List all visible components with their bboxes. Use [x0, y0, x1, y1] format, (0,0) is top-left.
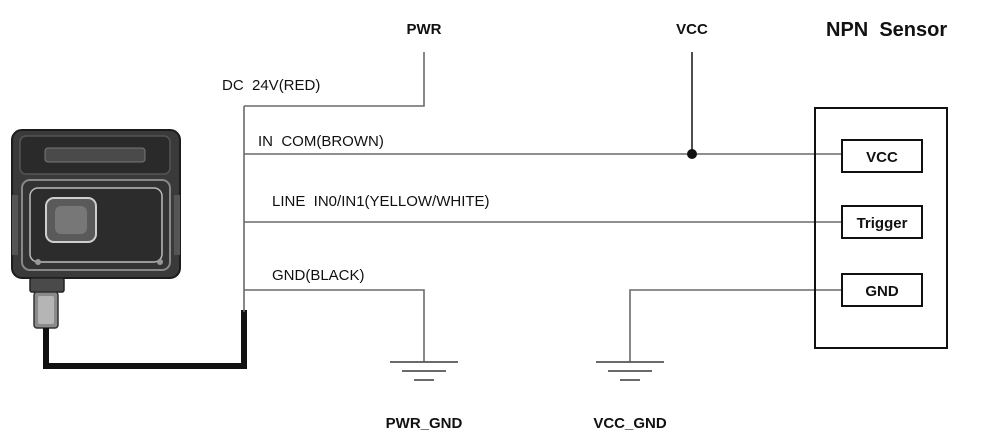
vcc-label: VCC: [676, 21, 708, 38]
sensor-pin-trigger-box: [841, 205, 923, 239]
sensor-pin-vcc-label: VCC: [866, 149, 898, 166]
pwr-gnd-label: PWR_GND: [386, 415, 463, 432]
wire-sensor-gnd: [629, 289, 842, 362]
junction-dot: [687, 149, 697, 159]
sensor-pin-gnd-label: GND: [865, 283, 899, 300]
wire-label-gnd: GND(BLACK): [272, 267, 365, 284]
sensor-pin-trigger-label: Trigger: [857, 215, 908, 232]
sensor-pin-gnd-box: [841, 273, 923, 307]
pwr-gnd-symbol: [390, 361, 458, 381]
vcc-gnd-label: VCC_GND: [593, 415, 667, 432]
wire-label-dc24v: DC 24V(RED): [222, 77, 320, 94]
pwr-label: PWR: [407, 21, 442, 38]
wire-label-in-com: IN COM(BROWN): [258, 133, 384, 150]
npn-sensor-box: [814, 107, 948, 349]
vcc-gnd-symbol: [596, 361, 664, 381]
wire-label-line-in: LINE IN0/IN1(YELLOW/WHITE): [272, 193, 490, 210]
device-cable: [43, 310, 247, 369]
wire-dc24v: [244, 52, 425, 107]
barcode-reader-camera-icon: [11, 129, 181, 329]
wire-gnd: [244, 289, 425, 362]
sensor-title: NPN Sensor: [826, 19, 947, 41]
sensor-pin-vcc-box: [841, 139, 923, 173]
